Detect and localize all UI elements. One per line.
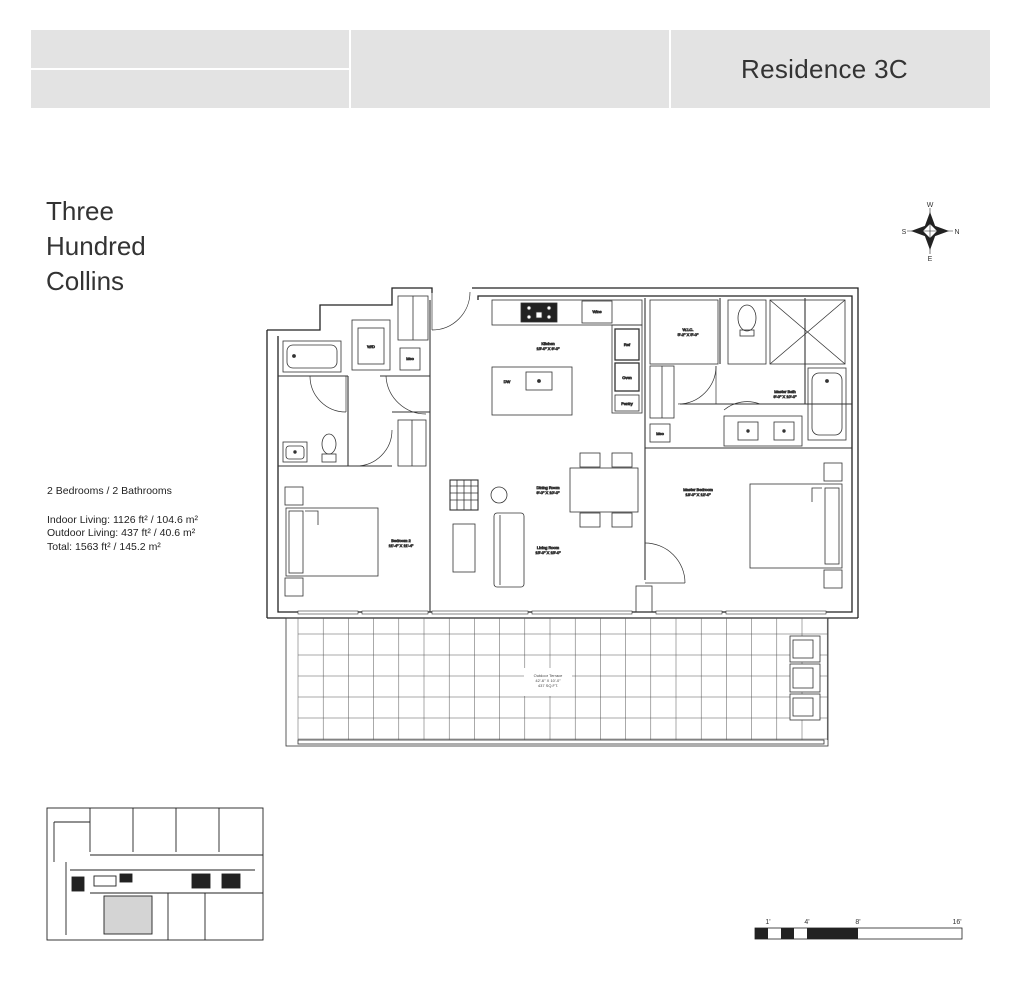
compass-e-label: E — [928, 256, 933, 263]
pantry-label: Pantry — [621, 401, 633, 406]
key-plan — [46, 807, 264, 941]
residence-title: Residence 3C — [741, 54, 908, 84]
master-bedroom-dim: 13'-0" X 12'-0" — [685, 492, 711, 497]
master-bath-dim: 9'-0" X 10'-0" — [773, 394, 797, 399]
header-divider — [349, 30, 351, 108]
compass-s-label: S — [902, 229, 907, 236]
building-title-line: Hundred — [46, 231, 146, 261]
building-title-line: Three — [46, 196, 114, 226]
scale-label-4: 4' — [804, 919, 809, 926]
indoor-area: Indoor Living: 1126 ft² / 104.6 m² — [47, 513, 198, 526]
terrace — [285, 617, 829, 747]
scale-bar: 1' 4' 8' 16' — [754, 919, 963, 940]
doors — [309, 291, 761, 584]
dishwasher-label: DW — [504, 379, 511, 384]
master-bath-label: Master Bath — [774, 389, 796, 394]
rooms-count: 2 Bedrooms / 2 Bathrooms — [47, 485, 172, 497]
wine-label: Wine — [592, 309, 602, 314]
scale-label-16: 16' — [952, 919, 961, 926]
windows — [297, 610, 827, 615]
dining-dim: 9'-0" X 10'-0" — [536, 490, 560, 495]
building-title: Three Hundred Collins — [46, 194, 146, 299]
bedroom2-label: Bedroom 2 — [391, 538, 411, 543]
terrace-tiles — [297, 618, 828, 740]
wic-dim: 5'-2" X 5'-0" — [678, 332, 699, 337]
living-label: Living Room — [537, 545, 560, 550]
building-title-line: Collins — [46, 266, 125, 296]
oven-label: Oven — [622, 375, 632, 380]
unit-specs: 2 Bedrooms / 2 Bathrooms Indoor Living: … — [47, 485, 198, 554]
living-dim: 15'-0" X 15'-0" — [535, 550, 561, 555]
bedroom2-dim: 11'-4" X 11'-4" — [389, 543, 414, 548]
scale-label-1: 1' — [765, 919, 770, 926]
washer-dryer-label: W/D — [367, 344, 375, 349]
header-bar: Residence 3C — [31, 30, 990, 108]
ref-label: Ref — [624, 342, 631, 347]
compass-w-label: W — [927, 202, 934, 209]
compass-icon: W S N E — [902, 202, 960, 263]
terrace-area: 437 SQ.FT. — [538, 683, 558, 688]
mechanical-label: Mec — [656, 431, 664, 436]
scale-label-8: 8' — [855, 919, 860, 926]
kitchen-label: Kitchen — [541, 341, 554, 346]
terrace-dim: 42'-6" X 10'-0" — [535, 678, 561, 683]
exterior-walls — [266, 287, 859, 619]
compass-n-label: N — [954, 229, 959, 236]
master-bedroom-label: Master Bedroom — [683, 487, 713, 492]
terrace-furniture — [524, 635, 821, 721]
header-divider — [669, 30, 671, 108]
outdoor-area: Outdoor Living: 437 ft² / 40.6 m² — [47, 527, 196, 539]
fixtures: W/D Mec Wine Kitchen 15'-0" X 9'-0" Ref … — [282, 295, 847, 613]
wic-label: W.I.C. — [683, 327, 694, 332]
interior-walls — [278, 298, 852, 612]
terrace-label: Outdoor Terrace — [534, 673, 564, 678]
mechanical-label: Mec — [406, 356, 414, 361]
header-divider — [31, 68, 349, 70]
dining-label: Dining Room — [536, 485, 560, 490]
total-area: Total: 1563 ft² / 145.2 m² — [47, 540, 161, 553]
kitchen-dim: 15'-0" X 9'-0" — [536, 346, 560, 351]
